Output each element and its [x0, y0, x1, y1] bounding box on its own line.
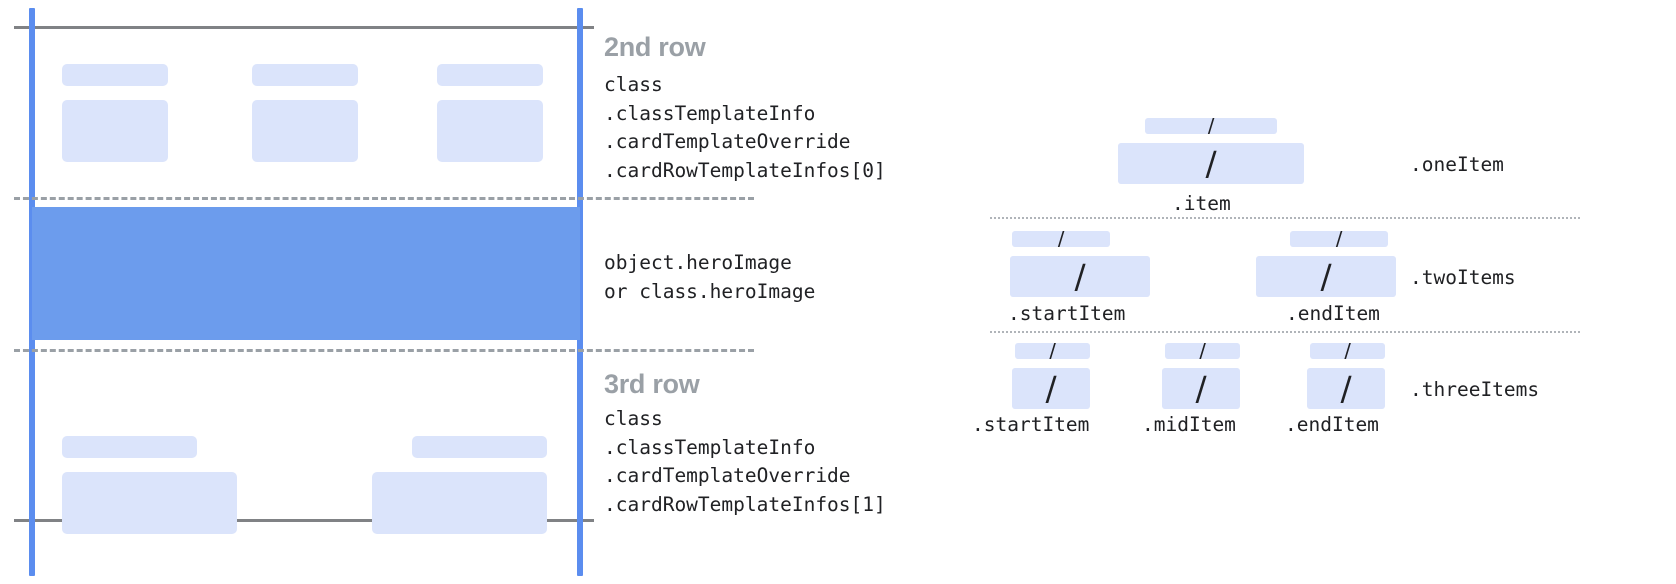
item-separator-1 [990, 217, 1580, 219]
second-row-col2-body-block [252, 100, 358, 162]
second-row-col1-body-block [62, 100, 168, 162]
two-items-end-caption: .endItem [1286, 302, 1380, 325]
one-item-caption: .item [1172, 192, 1231, 215]
second-row-title: 2nd row [604, 32, 706, 62]
item-separator-2 [990, 331, 1580, 333]
hero-image-code: object.heroImage or class.heroImage [604, 251, 816, 303]
three-items-end-title-block: / [1310, 343, 1385, 359]
slash-glyph: / [1205, 144, 1217, 183]
card-template-frame [0, 0, 600, 584]
annotation-column: 2nd row class .classTemplateInfo .cardTe… [604, 0, 1004, 584]
slash-glyph: / [1335, 231, 1343, 247]
three-items-mid-title-block: / [1165, 343, 1240, 359]
second-row-col2-title-block [252, 64, 358, 86]
slash-glyph: / [1074, 257, 1086, 296]
third-row-col2-title-block [412, 436, 547, 458]
third-row-col1-body-block [62, 472, 237, 534]
row-separator-bottom [14, 349, 754, 352]
hero-image-band [32, 207, 580, 340]
two-items-end-body-block: / [1256, 256, 1396, 297]
third-row-col2-body-block [372, 472, 547, 534]
one-item-title-block: / [1145, 118, 1277, 134]
two-items-start-caption: .startItem [1008, 302, 1126, 325]
card-top-rule [14, 26, 594, 29]
third-row-code: class .classTemplateInfo .cardTemplateOv… [604, 407, 886, 516]
three-items-start-title-block: / [1015, 343, 1090, 359]
slash-glyph: / [1049, 343, 1056, 359]
three-items-mid-caption: .midItem [1142, 413, 1236, 436]
three-items-name: .threeItems [1410, 378, 1540, 401]
three-items-end-body-block: / [1307, 368, 1385, 409]
second-row-col3-body-block [437, 100, 543, 162]
third-row-title: 3rd row [604, 369, 700, 399]
two-items-start-title-block: / [1012, 231, 1110, 247]
two-items-start-body-block: / [1010, 256, 1150, 297]
card-right-rail [577, 8, 583, 576]
slash-glyph: / [1344, 343, 1351, 359]
item-layout-diagram: / / .item .oneItem / / .startItem / / .e… [960, 0, 1676, 584]
third-row-col1-title-block [62, 436, 197, 458]
three-items-start-body-block: / [1012, 368, 1090, 409]
slash-glyph: / [1057, 231, 1065, 247]
card-bottom-rule [14, 519, 594, 522]
row-separator-top [14, 197, 754, 200]
second-row-col1-title-block [62, 64, 168, 86]
slash-glyph: / [1199, 343, 1206, 359]
slash-glyph: / [1045, 369, 1057, 408]
slash-glyph: / [1195, 369, 1207, 408]
second-row-col3-title-block [437, 64, 543, 86]
one-item-name: .oneItem [1410, 153, 1504, 176]
three-items-mid-body-block: / [1162, 368, 1240, 409]
three-items-end-caption: .endItem [1285, 413, 1379, 436]
slash-glyph: / [1320, 257, 1332, 296]
two-items-end-title-block: / [1290, 231, 1388, 247]
second-row-code: class .classTemplateInfo .cardTemplateOv… [604, 73, 886, 182]
slash-glyph: / [1340, 369, 1352, 408]
three-items-start-caption: .startItem [972, 413, 1090, 436]
one-item-body-block: / [1118, 143, 1304, 184]
slash-glyph: / [1207, 118, 1215, 134]
two-items-name: .twoItems [1410, 266, 1516, 289]
